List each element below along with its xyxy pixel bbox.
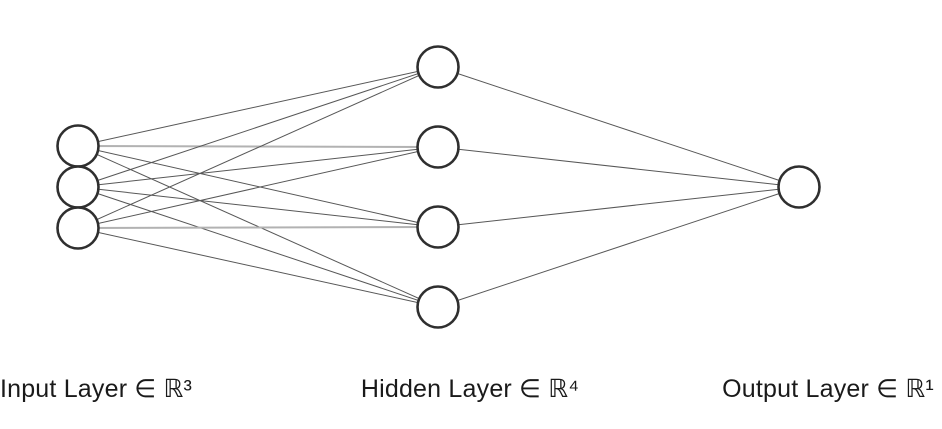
hidden-node-3 (416, 205, 460, 249)
edge-input2-hidden0 (77, 66, 439, 229)
input-layer-label: Input Layer ∈ ℝ³ (0, 375, 193, 403)
edge-input1-hidden2 (77, 186, 439, 228)
output-node-1 (777, 165, 821, 209)
hidden-layer-label: Hidden Layer ∈ ℝ⁴ (360, 375, 580, 403)
hidden-node-4 (416, 285, 460, 329)
edges (77, 66, 800, 308)
input-node-3 (56, 206, 100, 250)
edge-input1-hidden0 (77, 66, 439, 188)
input-node-1 (56, 124, 100, 168)
edge-hidden0-output0 (437, 66, 800, 188)
edge-input1-hidden3 (77, 186, 439, 308)
hidden-node-2 (416, 125, 460, 169)
edge-input1-hidden1 (77, 146, 439, 188)
edge-input2-hidden3 (77, 227, 439, 308)
edge-input2-hidden1 (77, 146, 439, 229)
edge-hidden3-output0 (437, 186, 800, 308)
input-node-2 (56, 165, 100, 209)
nodes (56, 45, 821, 329)
edge-input0-hidden1 (77, 145, 439, 148)
hidden-node-1 (416, 45, 460, 89)
output-layer-label: Output Layer ∈ ℝ¹ (722, 375, 934, 403)
edge-input2-hidden2 (77, 226, 439, 229)
edge-input0-hidden0 (77, 66, 439, 147)
edge-hidden1-output0 (437, 146, 800, 188)
edge-input0-hidden2 (77, 145, 439, 228)
edge-hidden2-output0 (437, 186, 800, 228)
